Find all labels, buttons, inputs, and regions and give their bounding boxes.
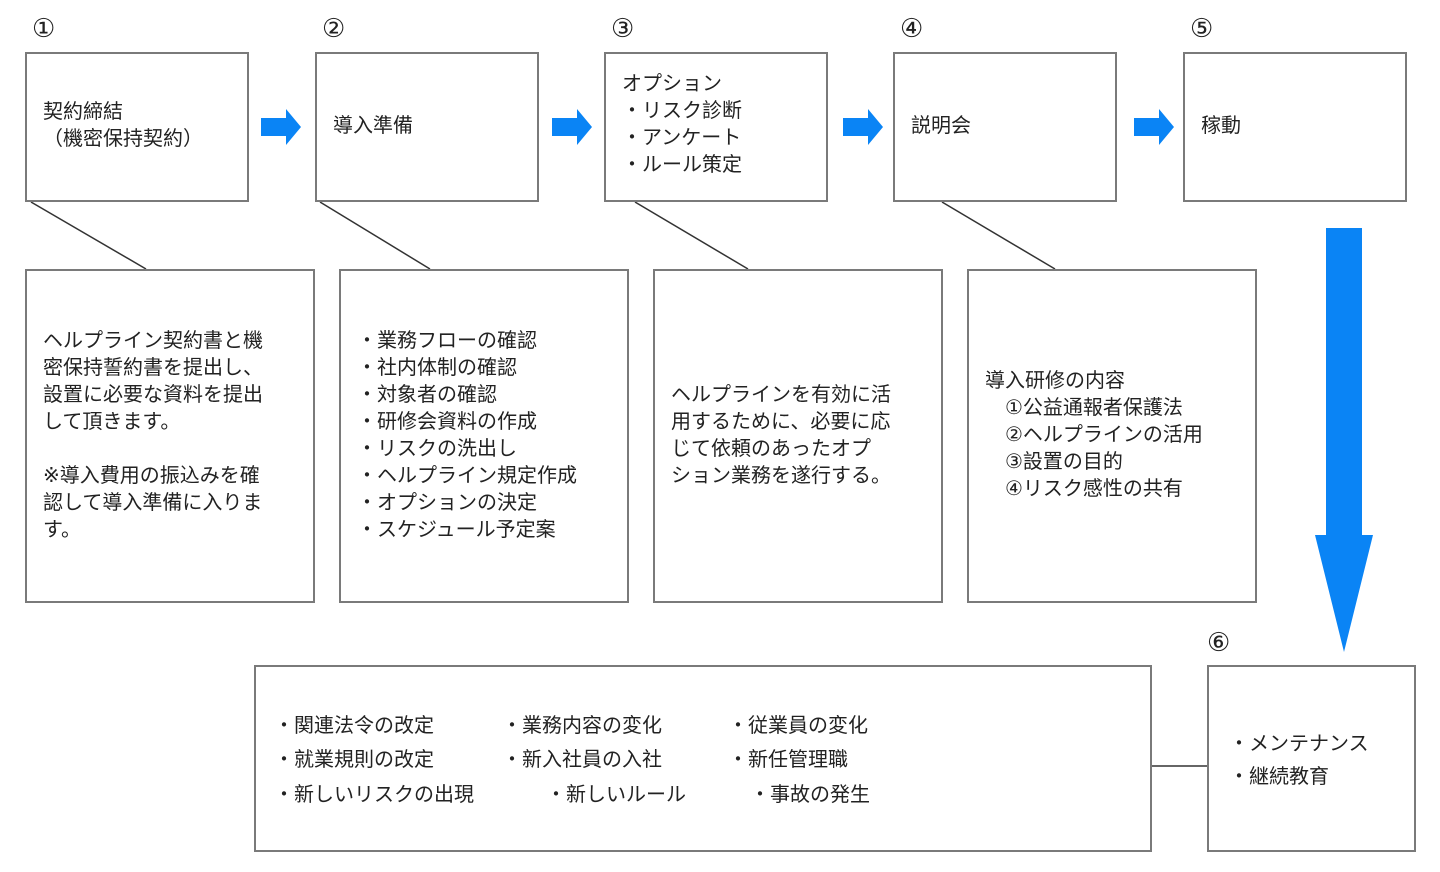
trigger-item: ・新任管理職 [728,747,848,771]
step-title-line: 契約締結 [43,99,123,123]
detail-line: ヘルプライン契約書と機 [43,328,263,352]
detail-box-briefing: 導入研修の内容 ①公益通報者保護法 ②ヘルプラインの活用 ③設置の目的 ④リスク… [967,269,1257,603]
arrow-right-icon [552,109,592,145]
maintenance-line: ・継続教育 [1229,764,1329,788]
step-box-option: オプション ・リスク診断 ・アンケート ・ルール策定 [604,52,828,202]
detail-line: ・業務フローの確認 [357,328,537,352]
detail-line: 導入研修の内容 [985,368,1125,392]
step-box-operation: 稼動 [1183,52,1407,202]
detail-line: ・ヘルプライン規定作成 [357,463,577,487]
connector-line-4 [941,201,1056,270]
arrow-right-icon [843,109,883,145]
step-title-line: オプション [622,71,722,95]
trigger-item: ・就業規則の改定 [274,747,434,771]
step-box-maintenance: ・メンテナンス ・継続教育 [1207,665,1416,852]
arrow-right-icon [261,109,301,145]
detail-line: ・社内体制の確認 [357,355,517,379]
detail-box-contract: ヘルプライン契約書と機 密保持誓約書を提出し、 設置に必要な資料を提出 して頂き… [25,269,315,603]
connector-line-1 [30,201,147,270]
detail-box-preparation: ・業務フローの確認 ・社内体制の確認 ・対象者の確認 ・研修会資料の作成 ・リス… [339,269,629,603]
detail-line: 認して導入準備に入りま [43,490,263,514]
detail-line: ・オプションの決定 [357,490,537,514]
step-number-6: ⑥ [1207,628,1231,658]
connector-line-2 [319,201,431,270]
step-box-preparation: 導入準備 [315,52,539,202]
trigger-item: ・関連法令の改定 [274,713,434,737]
detail-line: ③設置の目的 [985,449,1123,473]
trigger-item: ・新しいルール [546,782,686,806]
detail-spacer [43,435,303,462]
detail-box-option: ヘルプラインを有効に活 用するために、必要に応 じて依頼のあったオプ ション業務… [653,269,943,603]
detail-line: 密保持誓約書を提出し、 [43,355,263,379]
connector-line-3 [634,201,749,270]
maintenance-line: ・メンテナンス [1229,731,1369,755]
step-number-1: ① [32,14,56,44]
detail-line: ヘルプラインを有効に活 [671,382,891,406]
step-title-line: ・ルール策定 [622,152,742,176]
detail-line: 用するために、必要に応 [671,409,891,433]
detail-line: ション業務を遂行する。 [671,463,891,487]
detail-line: ①公益通報者保護法 [985,395,1183,419]
trigger-item: ・新しいリスクの出現 [274,782,474,806]
step-number-5: ⑤ [1190,14,1214,44]
detail-line: ・スケジュール予定案 [357,517,556,541]
detail-line: して頂きます。 [43,409,181,433]
trigger-item: ・新入社員の入社 [502,747,662,771]
detail-line: じて依頼のあったオプ [671,436,871,460]
step-title-line: 導入準備 [333,113,413,137]
trigger-item: ・事故の発生 [750,782,870,806]
step-number-4: ④ [900,14,924,44]
detail-line: ・対象者の確認 [357,382,497,406]
trigger-item: ・従業員の変化 [728,713,868,737]
detail-line: ②ヘルプラインの活用 [985,422,1203,446]
step-box-briefing: 説明会 [893,52,1117,202]
step-title-line: 稼動 [1201,113,1241,137]
arrow-right-icon [1134,109,1174,145]
step-box-contract: 契約締結 （機密保持契約） [25,52,249,202]
detail-line: ※導入費用の振込みを確 [43,463,260,487]
detail-line: ・リスクの洗出し [357,436,517,460]
step-title-line: ・アンケート [622,125,742,149]
step-number-2: ② [322,14,346,44]
step-title-line: 説明会 [911,113,971,137]
detail-line: ④リスク感性の共有 [985,476,1183,500]
detail-line: ・研修会資料の作成 [357,409,537,433]
step-number-3: ③ [611,14,635,44]
detail-line: す。 [43,517,81,541]
step-title-line: ・リスク診断 [622,98,742,122]
detail-line: 設置に必要な資料を提出 [43,382,263,406]
maintenance-triggers-box: ・関連法令の改定 ・業務内容の変化 ・従業員の変化 ・就業規則の改定 ・新入社員… [254,665,1152,852]
arrow-down-icon [1315,228,1373,652]
step-title-line: （機密保持契約） [43,126,203,150]
trigger-item: ・業務内容の変化 [502,713,662,737]
